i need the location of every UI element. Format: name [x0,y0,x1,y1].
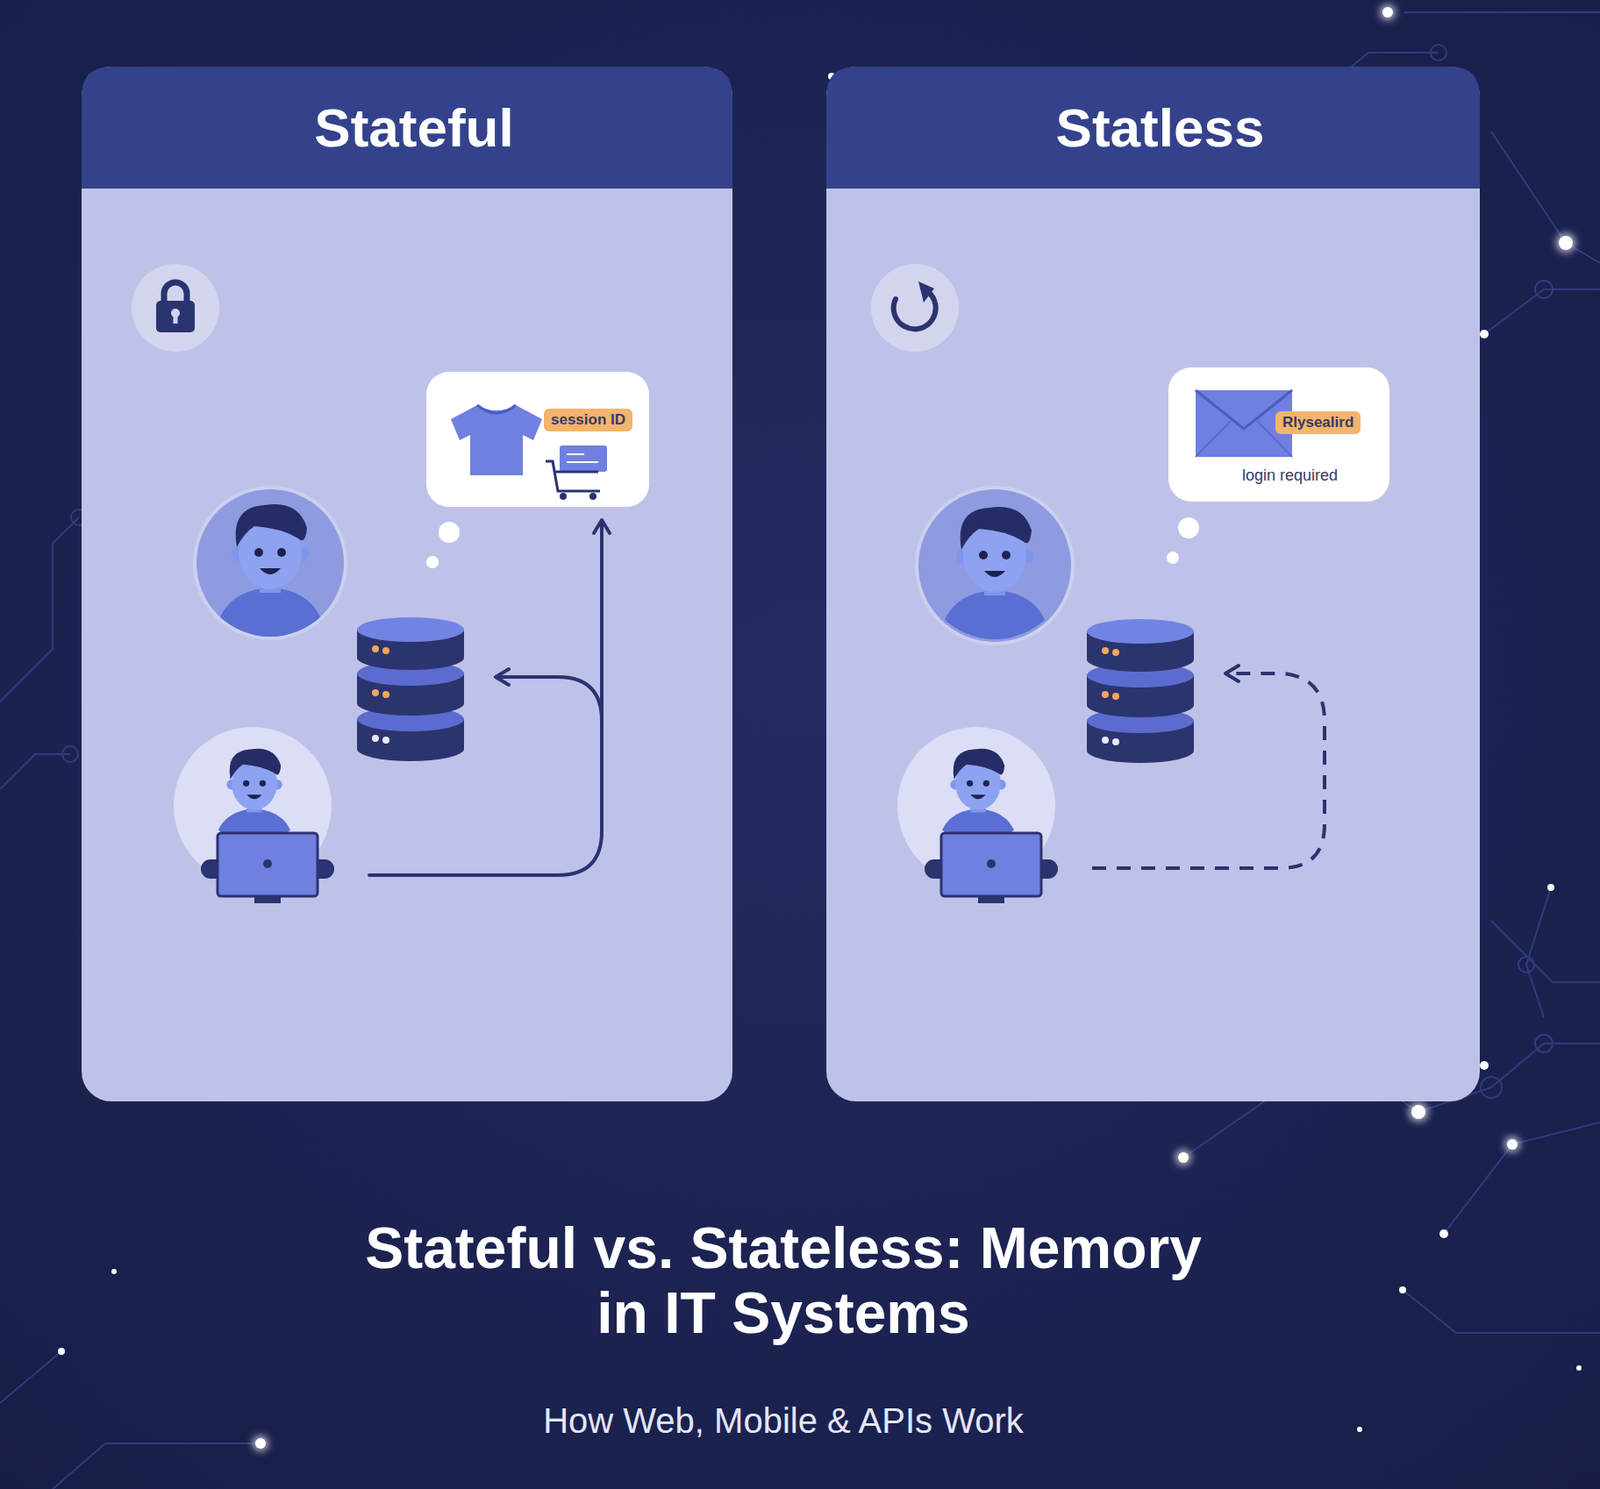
thought-bubble: session ID [426,371,650,508]
glow-dots [57,4,1582,1452]
user-avatar [914,485,1075,650]
tshirt-icon [450,405,543,476]
laptop-user [173,727,335,904]
refresh-icon [871,264,959,352]
server-icon [1086,619,1194,764]
server-icon [357,617,465,762]
note-text: login required [1242,465,1338,486]
badge-label: Rlysealird [1275,411,1361,435]
caption: How Web, Mobile & APIs Work [344,1400,1222,1443]
user-avatar [192,485,348,647]
thought-bubble-shape [1166,367,1390,565]
panel: Statefulsession ID [81,66,733,1102]
panel: StatlessRlysealirdlogin required [826,66,1480,1102]
request-arrow-dashed [1092,673,1325,869]
badge-label: session ID [543,408,633,432]
stateless-panel-shape [826,66,1480,1102]
cart-icon [545,445,608,500]
stateful-panel-shape [81,66,733,1102]
thought-bubble: Rlysealird login required [1168,367,1390,502]
panel-title: Statless [833,66,1487,189]
circuit-lines [0,12,1600,1489]
panel-title: Stateful [88,66,740,189]
thought-bubble-shape [426,371,650,569]
request-arrow [369,521,602,876]
laptop-user [897,727,1058,904]
diagram-title: Stateful vs. Stateless: Memory in IT Sys… [344,1215,1222,1346]
lock-icon [131,264,220,352]
